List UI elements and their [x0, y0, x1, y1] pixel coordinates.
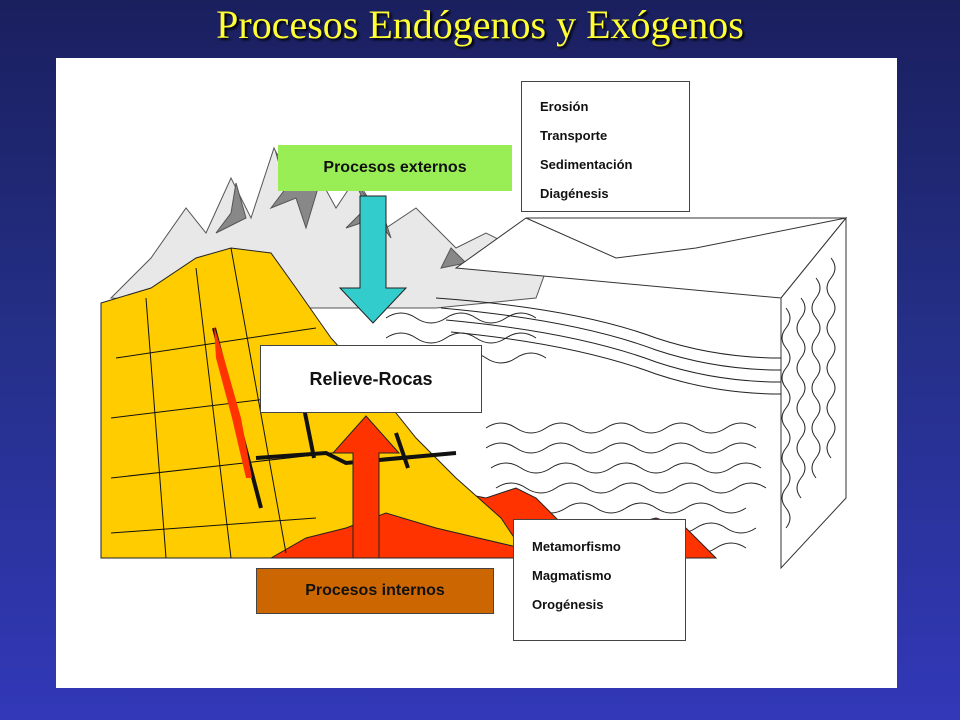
fault-lines [110, 247, 377, 559]
process-metamorphism: Metamorfismo [532, 539, 621, 554]
process-magmatism: Magmatismo [532, 568, 612, 583]
external-processes-label: Procesos externos [278, 145, 512, 191]
external-arrow [338, 195, 408, 324]
process-erosion: Erosión [540, 99, 589, 114]
diagram-panel: Procesos externos Relieve-Rocas Procesos… [56, 58, 897, 688]
process-orogenesis: Orogénesis [532, 597, 604, 612]
magma-dike [214, 326, 252, 478]
internal-arrow [331, 415, 401, 559]
internal-processes-label: Procesos internos [256, 568, 494, 614]
geology-block-diagram [100, 146, 848, 570]
external-processes-list: Erosión Transporte Sedimentación Diagéne… [521, 81, 690, 212]
process-diagenesis: Diagénesis [540, 186, 609, 201]
process-sedimentation: Sedimentación [540, 157, 633, 172]
relief-rocks-label: Relieve-Rocas [260, 345, 482, 413]
slide-title: Procesos Endógenos y Exógenos [216, 2, 744, 47]
process-transport: Transporte [540, 128, 608, 143]
internal-processes-list: Metamorfismo Magmatismo Orogénesis [513, 519, 686, 641]
